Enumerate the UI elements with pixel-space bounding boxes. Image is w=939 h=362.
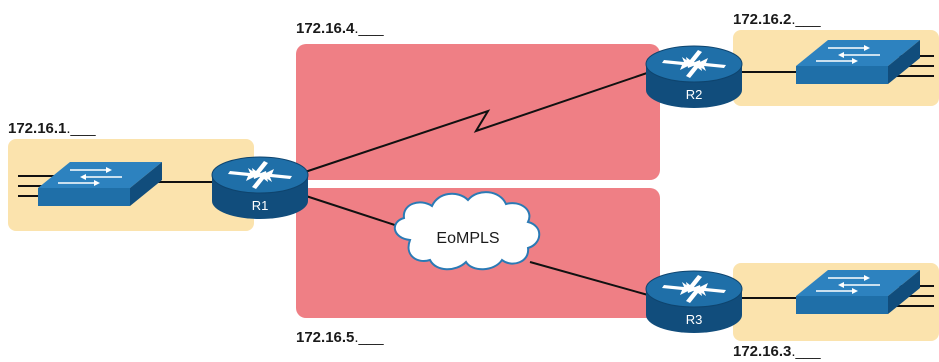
- subnet-label-wan1: 172.16.4.___: [296, 20, 384, 37]
- router-r1: R1: [211, 156, 309, 220]
- eompls-cloud: EoMPLS: [394, 191, 541, 271]
- cloud-icon: [394, 191, 541, 271]
- router-label: R3: [686, 312, 703, 327]
- subnet-label-lan1: 172.16.1.___: [8, 120, 96, 137]
- router-label: R2: [686, 87, 703, 102]
- router-label: R1: [252, 198, 269, 213]
- serial-link-r1-r2: [304, 71, 651, 173]
- link-r1-cloud: [305, 195, 405, 229]
- subnet-label-lan2: 172.16.2.___: [733, 11, 821, 28]
- router-r2: R2: [645, 45, 743, 109]
- wan-subnet-area-top: [296, 44, 660, 180]
- cloud-label: EoMPLS: [436, 230, 499, 247]
- router-r3: R3: [645, 270, 743, 334]
- link-cloud-r3: [529, 261, 649, 296]
- subnet-label-wan2: 172.16.5.___: [296, 329, 384, 346]
- subnet-label-lan3: 172.16.3.___: [733, 343, 821, 360]
